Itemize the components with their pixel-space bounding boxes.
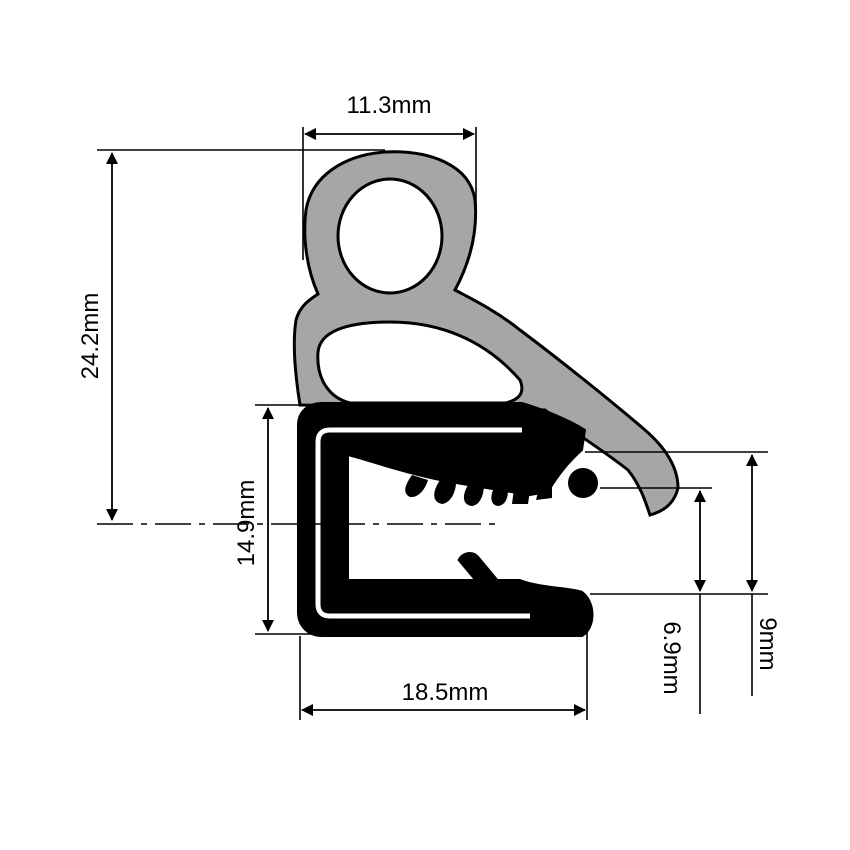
carrier-channel	[297, 402, 594, 637]
bulb-offset-large-label: 9mm	[754, 617, 781, 670]
base-width-label: 18.5mm	[402, 679, 489, 706]
top-width-label: 11.3mm	[347, 92, 432, 119]
bulb-hole	[336, 177, 444, 295]
extension-lines	[97, 127, 768, 720]
lower-locking-fin	[457, 552, 509, 597]
carrier-core	[315, 427, 530, 619]
bulb-offset-small-label: 6.9mm	[658, 621, 685, 694]
channel-height-label: 14.9mm	[233, 480, 260, 567]
dimension-arrows	[106, 128, 758, 716]
overall-height-label: 24.2mm	[77, 293, 104, 380]
lip-cavity	[316, 320, 524, 405]
gripping-fins	[405, 468, 598, 506]
